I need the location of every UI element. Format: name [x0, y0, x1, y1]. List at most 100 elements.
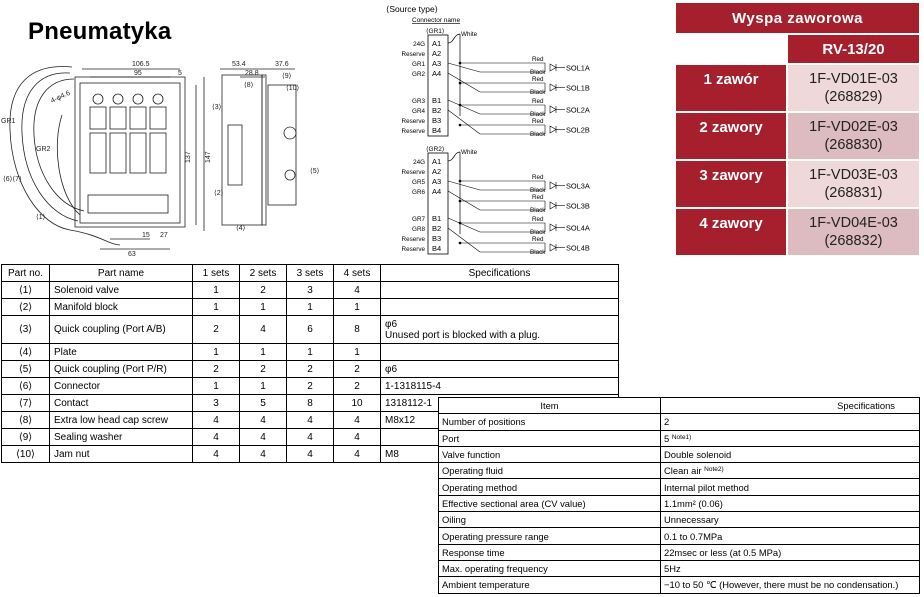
- valve-code: 1F-VD02E-03: [809, 119, 898, 135]
- spec-value-cell: 1.1mm² (0.06): [660, 494, 920, 513]
- part-name: Jam nut: [49, 445, 193, 463]
- dim-137: 137: [185, 151, 192, 163]
- valve-part-code: 1F-VD03E-03(268831): [788, 161, 919, 207]
- part-qty-s1: 1: [192, 298, 240, 316]
- col-2-sets: 2 sets: [239, 264, 287, 282]
- junction-dot: [458, 103, 462, 107]
- pin-label: A2: [432, 167, 441, 176]
- label-8: ⟨8⟩: [244, 81, 254, 89]
- spec-item: Ambient temperature: [438, 576, 661, 594]
- black-wire-label: Black: [530, 249, 546, 256]
- part-qty-s1: 1: [192, 343, 240, 361]
- part-name: Extra low head cap screw: [49, 411, 193, 429]
- spec-value-cell: Double solenoid: [660, 445, 920, 464]
- solenoid-label: SOL2A: [566, 106, 590, 115]
- valve-part-code: 1F-VD02E-03(268830): [788, 113, 919, 159]
- pin-label: B2: [432, 224, 441, 233]
- part-name: Solenoid valve: [49, 281, 193, 299]
- part-qty-s2: 1: [239, 377, 287, 395]
- pin-side-label: GR8: [412, 226, 425, 233]
- part-qty-s4: 2: [333, 377, 381, 395]
- spec-value-cell: Internal pilot method: [660, 478, 920, 496]
- table-row: Effective sectional area (CV value)1.1mm…: [438, 494, 920, 513]
- solenoid-label: SOL1A: [566, 64, 590, 73]
- red-wire-label: Red: [532, 174, 544, 181]
- solenoid-label: SOL2B: [566, 126, 590, 135]
- pin-side-label: Reserve: [402, 236, 426, 243]
- spec-value: −10 to 50 ℃ (However, there must be no c…: [664, 578, 899, 590]
- spec-note: Note1): [671, 433, 692, 441]
- black-wire-label: Black: [530, 69, 546, 76]
- spec-item: Number of positions: [438, 413, 661, 431]
- pin-label: A2: [432, 49, 441, 58]
- col-part-no: Part no.: [1, 264, 50, 282]
- label-3: ⟨3⟩: [212, 103, 222, 111]
- pin-label: B2: [432, 106, 441, 115]
- part-spec-line: M8: [385, 448, 399, 460]
- part-spec-line: 1318112-1: [385, 397, 433, 409]
- connector-block: [427, 152, 449, 255]
- part-no: ⟨10⟩: [1, 445, 50, 463]
- part-qty-s4: 4: [333, 445, 381, 463]
- spec-value: 1.1mm² (0.06): [664, 497, 723, 509]
- junction-dot: [458, 179, 462, 183]
- red-wire-label: Red: [532, 118, 544, 125]
- part-qty-s1: 4: [192, 411, 240, 429]
- pin-side-label: GR1: [412, 61, 425, 68]
- col-4-sets: 4 sets: [333, 264, 381, 282]
- pin-side-label: GR5: [412, 179, 425, 186]
- part-qty-s4: 4: [333, 428, 381, 446]
- label-9: ⟨9⟩: [282, 72, 292, 80]
- part-no: ⟨8⟩: [1, 411, 50, 429]
- junction-dot: [458, 199, 462, 203]
- pin-label: A3: [432, 177, 441, 186]
- dim-5: 5: [178, 70, 182, 77]
- pin-label: A1: [432, 39, 441, 48]
- part-spec-note: Unused port is blocked with a plug.: [385, 329, 541, 341]
- valve-code: 1F-VD04E-03: [809, 215, 898, 231]
- col-specifications: Specifications: [380, 264, 619, 282]
- part-qty-s4: 4: [333, 281, 381, 299]
- pin-label: B4: [432, 244, 441, 253]
- valve-count-label: 2 zawory: [676, 113, 786, 159]
- black-wire-label: Black: [530, 187, 546, 194]
- part-qty-s2: 4: [239, 445, 287, 463]
- spec-value-cell: 22msec or less (at 0.5 MPa): [660, 543, 920, 561]
- red-wire-label: Red: [532, 194, 544, 201]
- pin-label: B3: [432, 234, 441, 243]
- parts-table-header: Part no. Part name 1 sets 2 sets 3 sets …: [1, 264, 619, 282]
- part-name: Plate: [49, 343, 193, 361]
- part-name: Quick coupling (Port A/B): [49, 315, 193, 344]
- part-qty-s2: 1: [239, 298, 287, 316]
- part-spec: φ6: [380, 360, 619, 378]
- part-qty-s1: 1: [192, 377, 240, 395]
- dim-95: 95: [134, 70, 142, 77]
- pin-label: B4: [432, 126, 441, 135]
- part-qty-s2: 2: [239, 281, 287, 299]
- part-spec-line: M8x12: [385, 414, 416, 426]
- solenoid-label: SOL3B: [566, 202, 590, 211]
- col-3-sets: 3 sets: [286, 264, 334, 282]
- spec-item: Oiling: [438, 511, 661, 529]
- part-qty-s3: 2: [286, 377, 334, 395]
- part-qty-s4: 1: [333, 298, 381, 316]
- diode-icon: [549, 63, 557, 72]
- cable-loop: [9, 66, 121, 246]
- spec-value-cell: 2: [660, 413, 920, 431]
- dim-37-6: 37.6: [275, 61, 289, 68]
- pin-label: B1: [432, 96, 441, 105]
- spec-value-cell: −10 to 50 ℃ (However, there must be no c…: [660, 576, 920, 594]
- pin-side-label: Reserve: [402, 51, 426, 58]
- part-spec-line: 1-1318115-4: [385, 380, 441, 392]
- pin-side-label: GR4: [412, 108, 425, 115]
